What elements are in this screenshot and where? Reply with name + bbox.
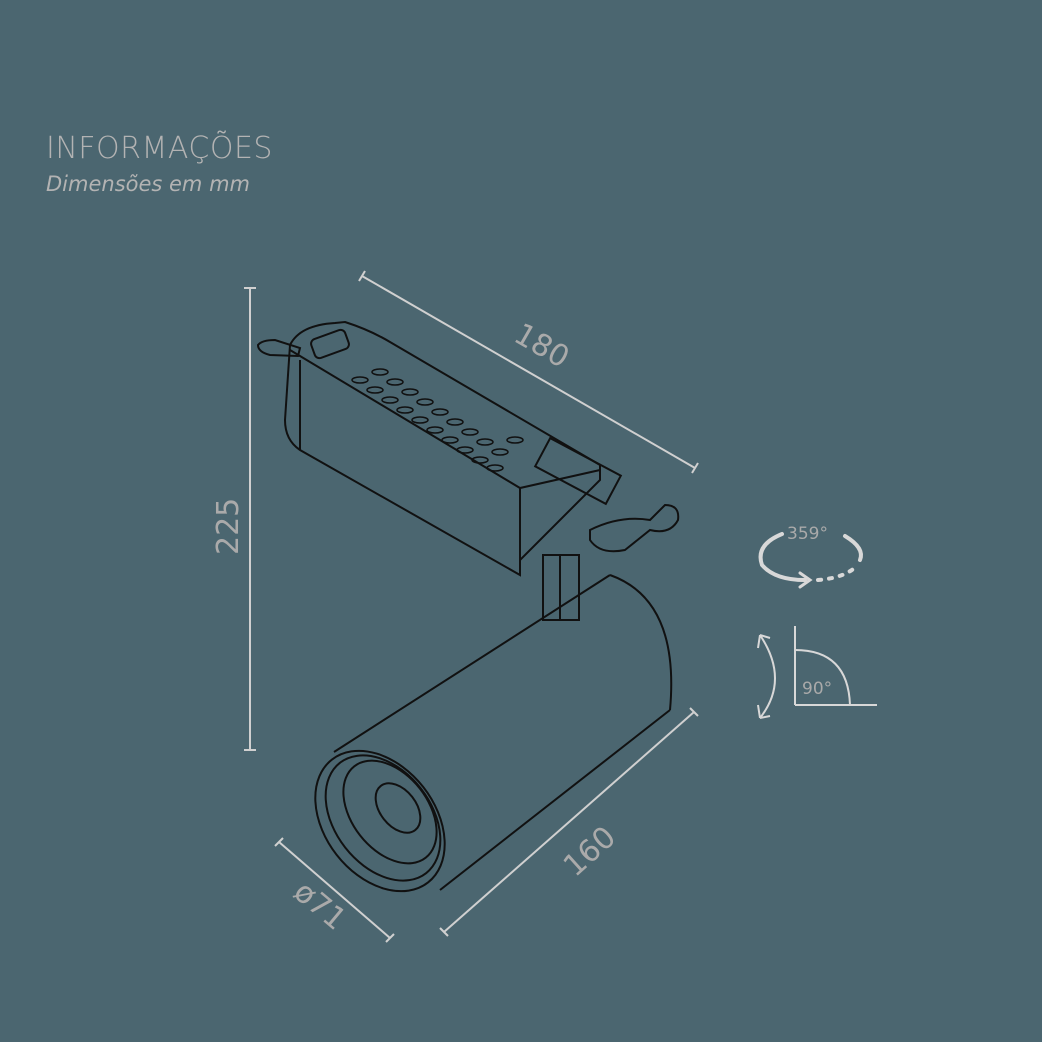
height-label: 225: [211, 498, 246, 555]
track-adapter: [256, 320, 680, 577]
tube-length-label: 160: [557, 820, 623, 884]
rotate-359-label: 359°: [787, 524, 828, 544]
dimension-tube-length: [439, 707, 699, 937]
dimension-length: [358, 270, 699, 474]
stem: [542, 554, 580, 621]
section-title: INFORMAÇÕES: [46, 131, 273, 166]
dimension-diameter: [274, 837, 395, 943]
vent-grille: [351, 368, 524, 472]
tilt-90-label: 90°: [802, 679, 832, 699]
tilt-90-icon: [757, 626, 877, 719]
spotlight-cylinder: [314, 574, 673, 893]
diameter-label: ø71: [287, 874, 353, 937]
rotate-359-icon: [758, 532, 863, 589]
dimension-height: [244, 287, 256, 751]
units-subtitle: Dimensões em mm: [46, 172, 250, 196]
